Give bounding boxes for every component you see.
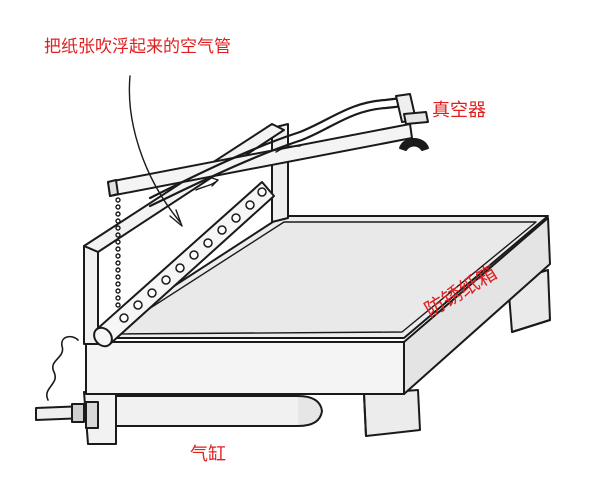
table-top [93,215,549,339]
vacuum-hose [148,96,404,200]
pointer-arrow [128,75,183,227]
left-frame-base [35,391,117,445]
vacuum-device [395,93,429,151]
label-air-pipe: 把纸张吹浮起来的空气管 [44,37,231,57]
label-vacuum: 真空器 [432,100,486,121]
air-hose [45,335,79,401]
table-front-face [85,341,405,395]
table-side-face [403,217,551,395]
label-cylinder: 气缸 [190,444,226,465]
table-front-legs [363,389,421,437]
hanging-chain [115,197,121,308]
motion-arrows [195,145,301,191]
gas-cylinder [109,391,323,427]
swing-arm [107,123,413,197]
air-pipe-holes [119,187,267,323]
